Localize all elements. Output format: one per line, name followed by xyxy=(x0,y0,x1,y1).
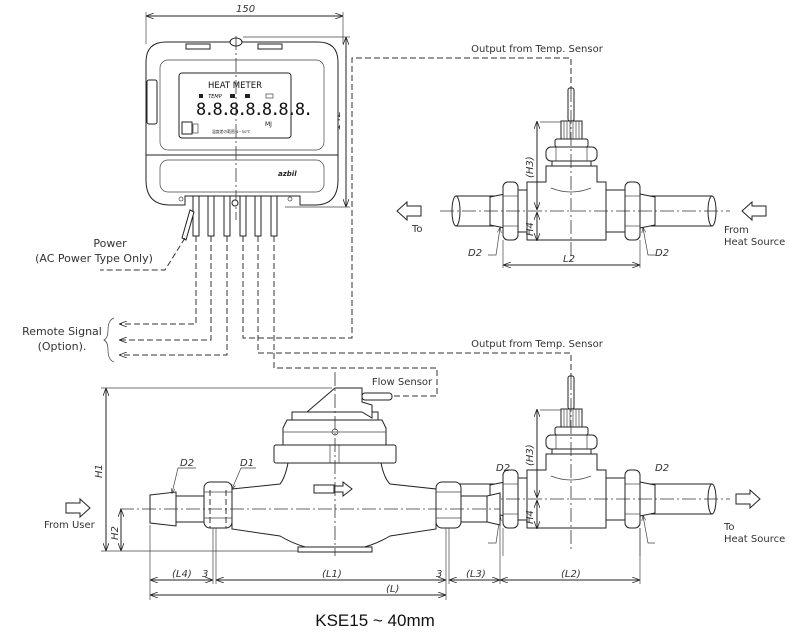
remote-signal-label: Remote Signal xyxy=(22,325,102,338)
return-temp-sensor xyxy=(440,376,730,556)
lcd-display: HEAT METER TEMP 8.8.8.8.8.8.8. MJ 温度差の範囲… xyxy=(178,72,313,139)
length-dimensions: (L4) 3 (L1) 3 (L3) (L2) (L) xyxy=(149,525,641,600)
gap-label: 3 xyxy=(202,569,208,580)
l3-label: (L3) xyxy=(466,569,486,580)
gap-label: 3 xyxy=(436,569,442,580)
h4-label-bottom: H4 xyxy=(525,510,536,524)
to-label: To xyxy=(411,224,423,235)
d2-label: D2 xyxy=(655,248,669,259)
flow-direction-arrow-left-icon xyxy=(396,201,422,221)
h2-label: H2 xyxy=(110,526,121,540)
model-range-title: KSE15 ~ 40mm xyxy=(315,611,435,630)
flow-direction-arrow-left-icon xyxy=(741,201,767,221)
d2-label: D2 xyxy=(655,463,669,474)
brand-logo: azbil xyxy=(278,170,297,178)
display-temp-icon: TEMP xyxy=(208,94,222,100)
l1-label: (L1) xyxy=(322,569,342,580)
l2-label-bottom: (L2) xyxy=(561,569,581,580)
output-temp-sensor-bottom-label: Output from Temp. Sensor xyxy=(471,339,604,350)
h1-label: H1 xyxy=(94,464,105,478)
from-user-label: From User xyxy=(44,520,96,531)
h4-label-top: H4 xyxy=(525,222,536,236)
heat-meter-unit: 150 142 HEAT METER TEMP 8.8.8.8.8.8.8. M… xyxy=(145,4,350,241)
flow-sensor-cable xyxy=(273,236,438,397)
l-label: (L) xyxy=(386,584,399,595)
supply-temp-sensor xyxy=(440,88,730,268)
l2-label-top: L2 xyxy=(563,254,575,265)
display-unit: MJ xyxy=(265,121,272,128)
h3-label-top: (H3) xyxy=(525,156,536,178)
display-note: 温度差の範囲 4~50℃ xyxy=(212,129,251,134)
d2-label: D2 xyxy=(496,463,510,474)
top-temp-sensor-cable xyxy=(242,57,572,339)
output-temp-sensor-top-label: Output from Temp. Sensor xyxy=(471,44,604,55)
flow-meter xyxy=(149,387,501,553)
flow-direction-arrow-right-icon xyxy=(65,498,91,518)
d2-label: D2 xyxy=(180,458,194,469)
d1-label: D1 xyxy=(240,458,254,469)
remote-signal-note: (Option). xyxy=(38,340,87,353)
to-label-bottom: To xyxy=(723,522,735,533)
l4-label: (L4) xyxy=(172,569,192,580)
display-title: HEAT METER xyxy=(208,81,262,91)
power-note: (AC Power Type Only) xyxy=(35,252,153,265)
heat-source-label-bottom: Heat Source xyxy=(724,534,785,545)
flow-direction-icon xyxy=(333,480,353,498)
d2-label: D2 xyxy=(468,248,482,259)
h3-label-bottom: (H3) xyxy=(525,444,536,466)
from-label: From xyxy=(724,225,749,236)
heat-source-label: Heat Source xyxy=(724,237,785,248)
display-digits: 8.8.8.8.8.8.8. xyxy=(196,100,311,120)
width-dimension: 150 xyxy=(236,4,255,15)
cable-glands xyxy=(178,195,293,241)
remote-signal-lines xyxy=(103,236,228,363)
power-label: Power xyxy=(93,237,127,250)
bottom-temp-sensor-cable xyxy=(257,236,572,376)
flow-sensor-label: Flow Sensor xyxy=(372,377,433,388)
flow-direction-arrow-right-icon xyxy=(735,489,761,509)
